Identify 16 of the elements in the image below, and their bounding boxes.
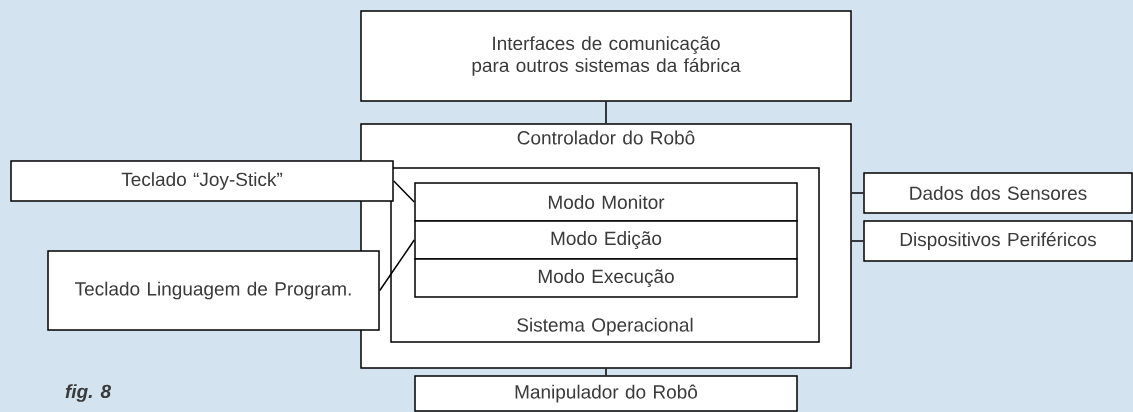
keyboard-box: Teclado Linguagem de Program. <box>47 250 380 331</box>
mode-box: Modo Execução <box>414 258 798 298</box>
device-box: Dispositivos Periféricos <box>863 220 1133 262</box>
connector-line <box>393 180 415 203</box>
sensor-box: Dados dos Sensores <box>863 172 1133 214</box>
connector-line <box>379 239 415 292</box>
connector-line <box>605 101 607 124</box>
connector-line <box>851 240 864 242</box>
mode-box: Modo Edição <box>414 220 798 260</box>
keyboard-box: Teclado “Joy-Stick” <box>10 160 394 202</box>
connector-line <box>851 192 864 194</box>
figure-label: fig. 8 <box>65 384 112 402</box>
mode-box: Modo Monitor <box>414 182 798 222</box>
interface-box: Interfaces de comunicação para outros sistemas da fábrica <box>360 10 852 102</box>
connector-line <box>605 368 607 376</box>
manipulator-box: Manipulador do Robô <box>414 375 798 412</box>
